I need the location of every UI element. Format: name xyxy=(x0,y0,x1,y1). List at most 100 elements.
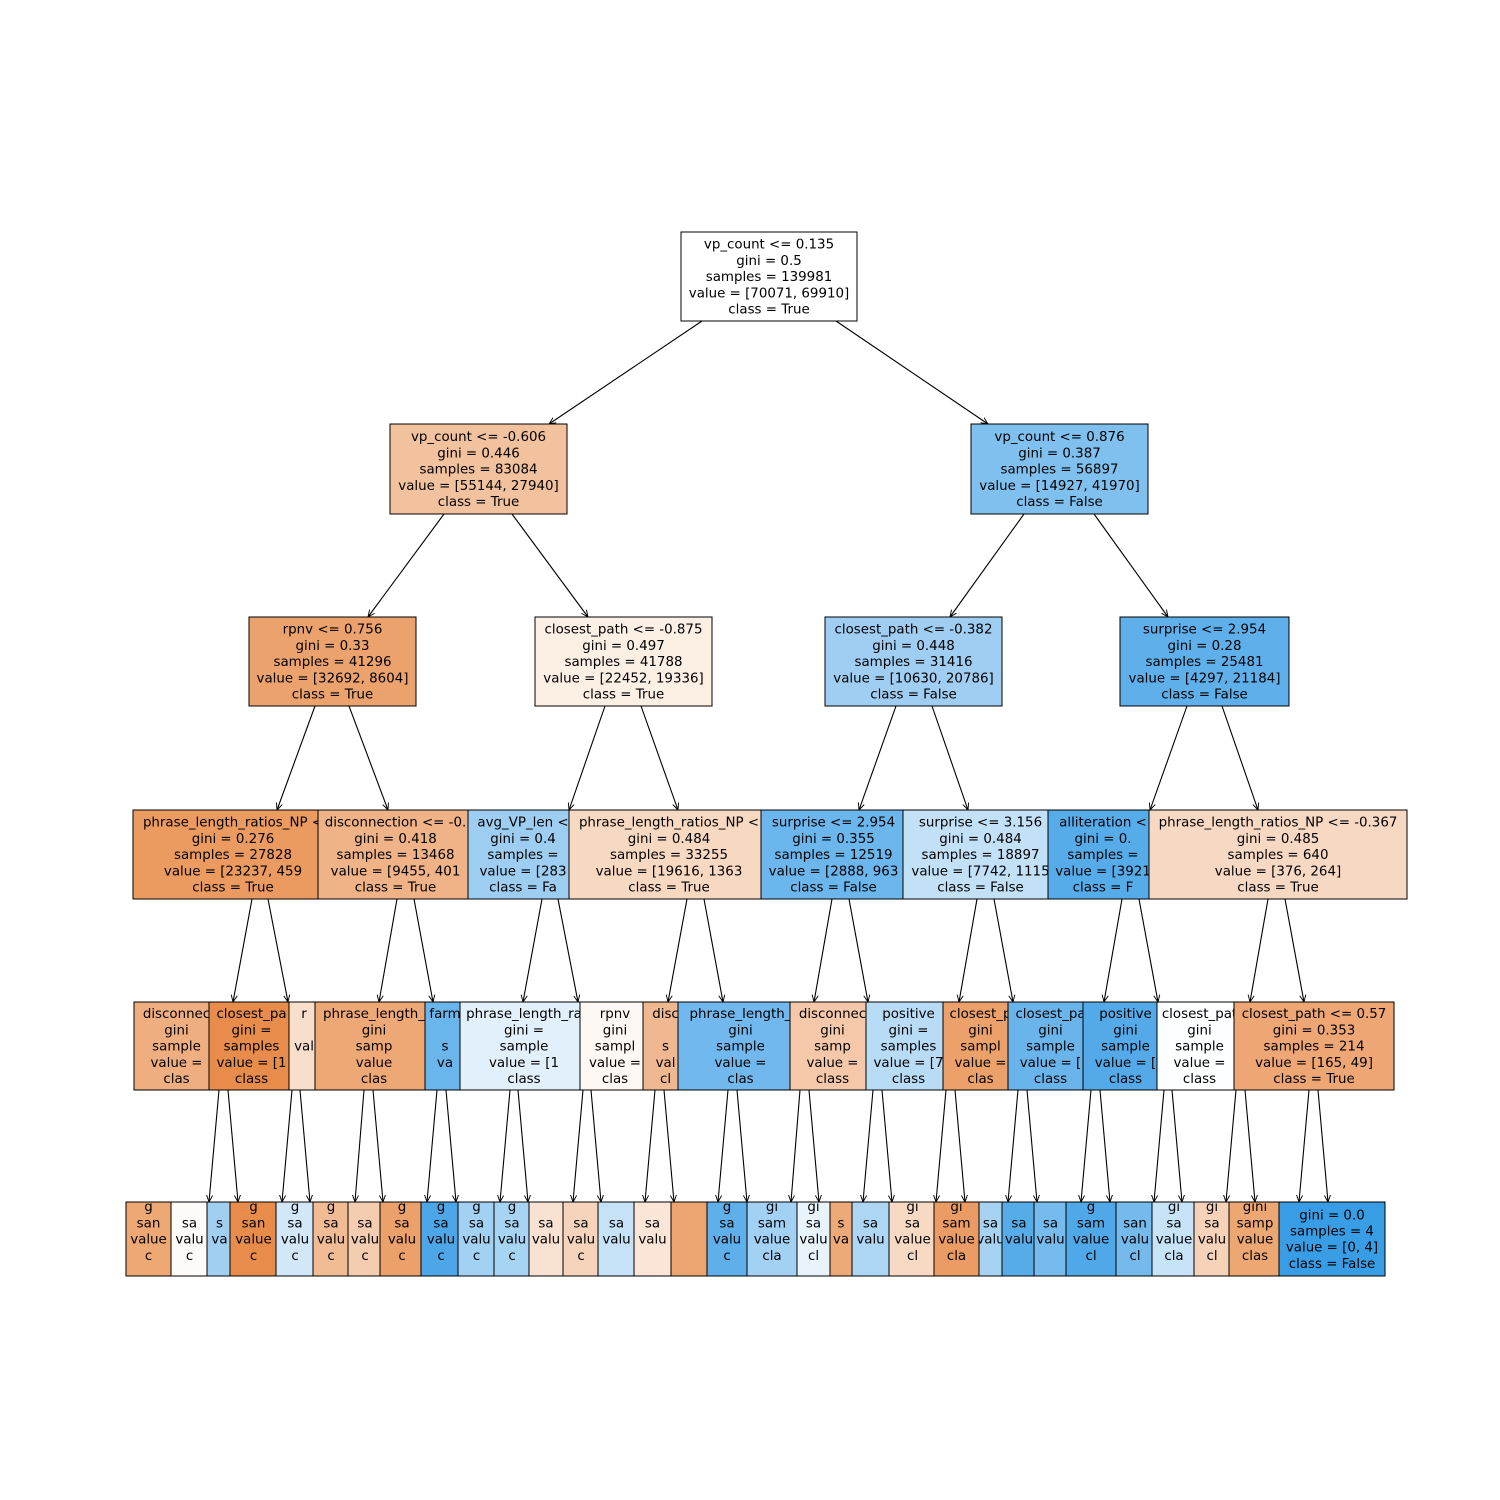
node-line: disconnection <= -0. xyxy=(325,816,467,831)
node-line: value xyxy=(130,1233,167,1248)
node-box xyxy=(1082,1001,1169,1091)
node-line: sampl xyxy=(960,1040,1000,1055)
node-line: sa xyxy=(433,1216,448,1231)
node-line: class xyxy=(816,1072,849,1087)
node-line: value = [9455, 401 xyxy=(331,864,461,879)
node-line: class = True xyxy=(192,881,273,896)
node-line: val xyxy=(294,1040,314,1055)
node-line: clas xyxy=(1242,1249,1268,1264)
node-line: gini xyxy=(728,1023,752,1038)
node-line: gini xyxy=(1113,1023,1137,1038)
edge-n1-n4 xyxy=(511,513,588,617)
node-box xyxy=(312,1201,350,1277)
node-line: valu xyxy=(602,1233,630,1248)
edge-n16-l2 xyxy=(282,1089,293,1202)
node-line: c xyxy=(577,1249,584,1264)
node-box xyxy=(888,1201,937,1277)
node-line: class = True xyxy=(438,495,519,510)
edge-n19-l8 xyxy=(500,1089,511,1202)
node-line: samples = 83084 xyxy=(420,463,538,478)
node-line: value = [1 xyxy=(489,1056,559,1071)
node-line: value = xyxy=(806,1056,858,1071)
node-line: class xyxy=(1109,1072,1142,1087)
edge-n5-n11 xyxy=(859,705,897,810)
edge-n13-n28 xyxy=(1138,898,1158,1002)
edge-n16-l3 xyxy=(299,1089,310,1202)
node-line: samples = xyxy=(1067,848,1138,863)
node-line: samples xyxy=(881,1040,937,1055)
node-line: sa xyxy=(1043,1216,1058,1231)
node-line: value = [165, 49] xyxy=(1255,1056,1373,1071)
edge-n26-l23 xyxy=(1026,1089,1037,1202)
tree-edges xyxy=(209,320,1328,1202)
node-line: gini = 0.0 xyxy=(1299,1208,1364,1223)
node-line: gini = 0.5 xyxy=(736,254,801,269)
node-box xyxy=(1007,1001,1094,1091)
node-line: value = [55144, 27940] xyxy=(398,479,558,494)
node-line: gini = 0.276 xyxy=(192,832,275,847)
node-box xyxy=(633,1201,672,1277)
node-line: samples = 41296 xyxy=(274,655,392,670)
tree-node-l19: sva xyxy=(829,1201,853,1277)
node-line: samples = 33255 xyxy=(610,848,728,863)
node-line: class xyxy=(507,1072,540,1087)
edge-n15-l0 xyxy=(209,1089,220,1202)
node-line: disconnec xyxy=(799,1007,866,1022)
edge-n8-n18 xyxy=(413,898,433,1002)
node-line: avg_VP_len < xyxy=(477,816,568,831)
node-box xyxy=(1047,809,1159,900)
edge-n28-l26 xyxy=(1154,1089,1165,1202)
node-line: samples = 4 xyxy=(1290,1225,1374,1240)
node-box xyxy=(459,1001,589,1091)
edge-n14-n30 xyxy=(1284,898,1304,1002)
edge-n17-l4 xyxy=(355,1089,365,1202)
node-line: phrase_length_ratios_NP < xyxy=(579,816,759,831)
node-line: class = True xyxy=(355,881,436,896)
node-line: positive xyxy=(882,1007,935,1022)
node-line: value = [22452, 19336] xyxy=(543,671,703,686)
edge-n30-l30 xyxy=(1299,1089,1310,1202)
node-line: sa xyxy=(394,1216,409,1231)
node-box xyxy=(133,1001,220,1091)
edge-n27-l24 xyxy=(1081,1089,1092,1202)
node-line: samples = 139981 xyxy=(706,270,833,285)
node-line: sa xyxy=(645,1216,660,1231)
node-line: samples = 12519 xyxy=(775,848,893,863)
node-box xyxy=(206,1201,233,1277)
node-line: cla xyxy=(762,1249,781,1264)
node-line: s xyxy=(216,1216,223,1231)
node-line: closest_pa xyxy=(216,1007,286,1022)
node-line: class = Fa xyxy=(489,881,557,896)
node-line: gini = 0.485 xyxy=(1237,832,1320,847)
node-line: value xyxy=(894,1233,931,1248)
node-box xyxy=(970,423,1149,515)
node-line: gi xyxy=(1206,1200,1218,1215)
node-line: sam xyxy=(1077,1216,1105,1231)
node-line: valu xyxy=(281,1233,309,1248)
node-line: gini = 0.448 xyxy=(872,639,955,654)
node-line: g xyxy=(472,1200,481,1215)
node-line: closest_p xyxy=(950,1007,1012,1022)
node-box xyxy=(389,423,568,515)
node-box xyxy=(132,809,334,900)
node-line: samples = 31416 xyxy=(855,655,973,670)
node-line: samp xyxy=(356,1040,393,1055)
node-box xyxy=(746,1201,798,1277)
node-line: valu xyxy=(638,1233,666,1248)
node-box xyxy=(528,1201,564,1277)
edge-n10-n21 xyxy=(668,898,688,1002)
node-line: sa xyxy=(863,1216,878,1231)
node-line: samples = 56897 xyxy=(1001,463,1119,478)
edge-n15-l1 xyxy=(227,1089,238,1202)
node-line: cla xyxy=(1164,1249,1183,1264)
